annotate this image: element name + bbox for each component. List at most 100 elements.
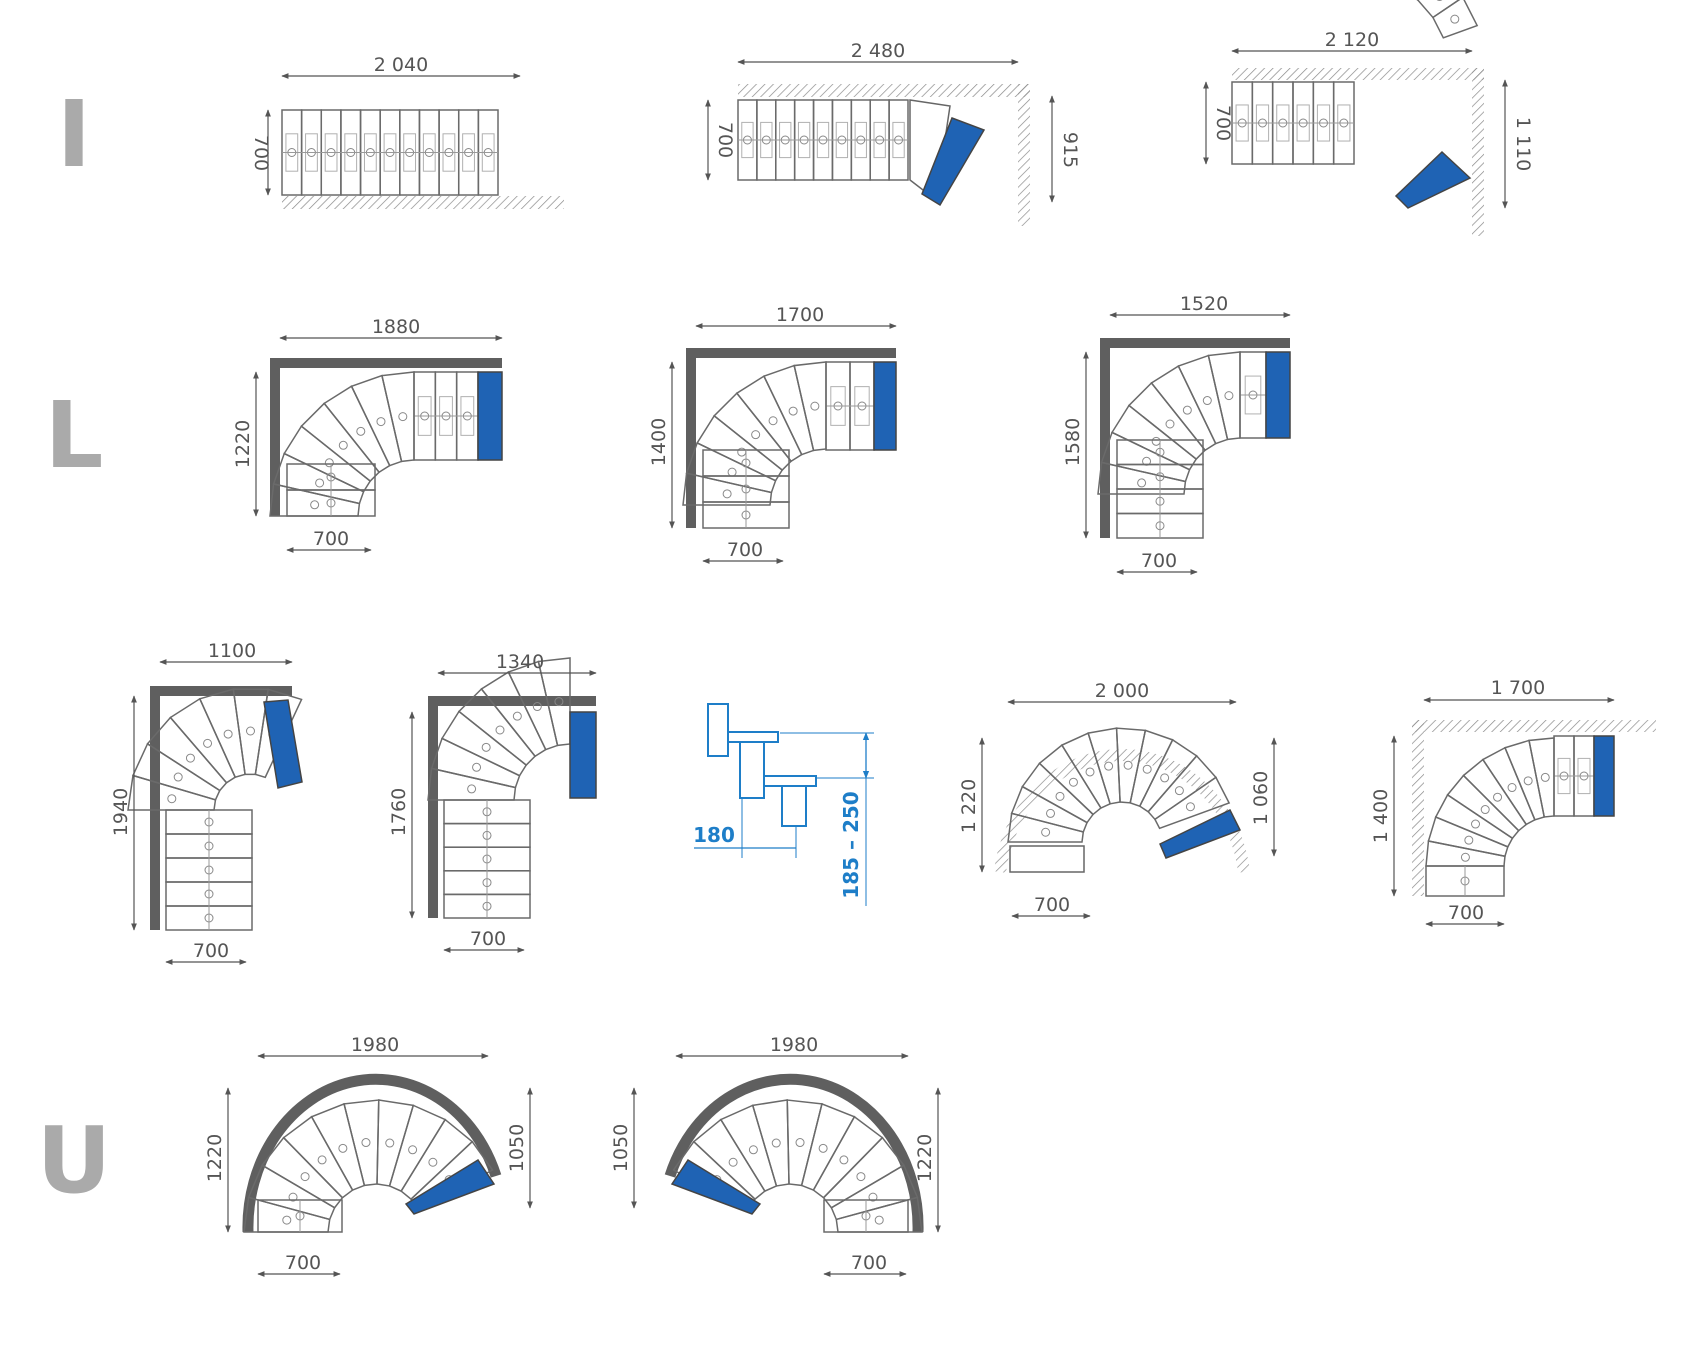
section-step-depth: 180 [693,823,735,847]
winder-tread [835,1196,923,1233]
spine-joint [167,794,177,804]
winder-tread [1462,758,1528,832]
winder-tread [1446,774,1520,840]
landing-step [1159,809,1242,859]
section-tread [727,731,779,743]
spine-joint [324,458,334,468]
winder-tread [343,1099,380,1187]
dim-height: 1760 [388,788,410,836]
winder-tread [1153,776,1231,830]
curved-wall [242,1073,502,1233]
dim-base: 700 [285,1252,321,1274]
spine-joint [1182,405,1192,415]
winder-tread [388,1104,447,1193]
dim-base: 700 [470,928,506,950]
spine-joint [839,1155,849,1165]
spine-joint [338,1143,348,1153]
wall [150,686,160,930]
spine-joint [1104,761,1114,771]
spine-joint [512,711,522,721]
spine-joint [245,726,255,736]
dim-base: 700 [1448,902,1484,924]
winder-tread [269,483,361,517]
spine-joint [818,1143,828,1153]
dim-base: 700 [1141,550,1177,572]
dim-base: 700 [193,940,229,962]
spine-joint [1174,786,1184,796]
spine-joint [751,430,761,440]
wall [686,348,696,528]
spine-joint [1041,827,1051,837]
winder-tread [169,697,237,784]
curved-wall [664,1073,924,1233]
landing-step [404,1158,496,1215]
spine-joint [856,1172,866,1182]
stair-l-1520: 1520 1580 700 [1062,293,1291,575]
winder-tread [1481,746,1536,826]
spine-joint [185,753,195,763]
spine-joint [428,1157,438,1167]
dim-width: 1700 [776,304,824,326]
spine-joint [300,1172,310,1182]
dim-width: 1100 [208,640,256,662]
step-section-detail: 180 185 – 250 [693,703,874,906]
spine-joint [1507,783,1517,793]
landing-step [670,1158,762,1215]
spine-joint [338,440,348,450]
winder-tread [762,364,815,456]
spine-joint [310,500,320,510]
spine-joint [532,702,542,712]
spine-joint [361,1138,371,1148]
spine-joint [727,467,737,477]
spine-joint [722,489,732,499]
dim-base: 700 [851,1252,887,1274]
winder-tread [1087,727,1121,805]
stair-l-1880: 1880 1220 700 [232,316,503,553]
stair-u-left: 1980 1220 1050 700 [204,1034,533,1277]
spine-joint [1480,805,1490,815]
dim-width: 1340 [496,651,544,673]
dim-width: 2 000 [1095,680,1149,702]
spine-joint [1085,767,1095,777]
curved-wall [994,749,1250,873]
section-tread [763,775,817,787]
dim-height-left: 700 [1212,105,1234,141]
spine-joint [288,1192,298,1202]
stair-l-1100: 1100 1940 700 [110,640,303,965]
spine-joint [1450,14,1460,24]
wall-hatch [1412,720,1656,732]
spine-joint [1540,772,1550,782]
winder-tread [812,1115,884,1199]
dim-width: 1980 [770,1034,818,1056]
winder-tread [751,1099,790,1187]
spine-joint [1055,791,1065,801]
winder-tread [350,374,403,467]
winder-tread [1434,793,1514,848]
stair-u-right: 1980 1050 1220 700 [610,1034,941,1277]
spine-joint [771,1138,781,1148]
spine-joint [1460,852,1470,862]
spine-joint [1202,396,1212,406]
spine-joint [1068,777,1078,787]
spine-joint [748,1145,758,1155]
spine-joint [1165,419,1175,429]
winder-tread [682,472,773,506]
dim-height-right: 915 [1059,132,1081,168]
spine-joint [315,478,325,488]
spine-joint [1046,808,1056,818]
spine-joint [385,1138,395,1148]
dim-height-right: 1 110 [1512,117,1534,171]
spine-joint [728,1157,738,1167]
dim-height: 1940 [110,788,132,836]
spine-joint [173,772,183,782]
wall [1100,338,1110,538]
spine-joint [795,1138,805,1148]
stair-semicircle-2000: 2 000 1 220 1 060 700 [958,680,1277,919]
spine-joint [554,697,564,707]
floor-hatch [282,196,564,209]
winder-tread [800,1102,856,1192]
spine-joint [203,738,213,748]
spine-joint [1224,391,1234,401]
spine-joint [1493,792,1503,802]
wall-hatch [1018,84,1030,226]
